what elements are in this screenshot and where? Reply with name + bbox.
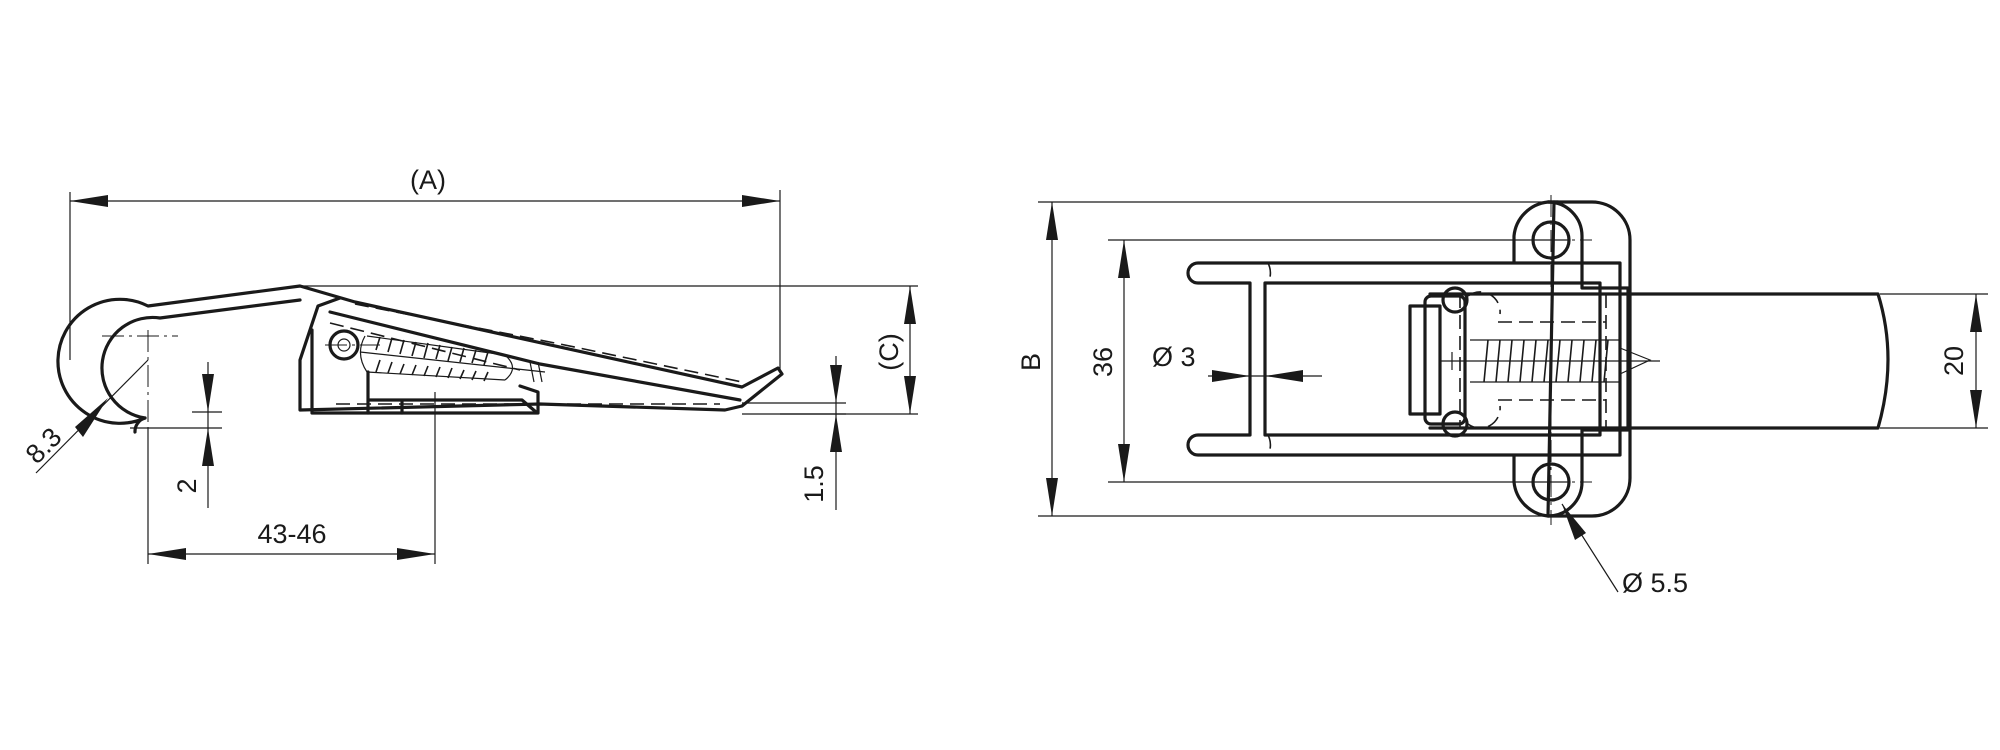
dim-hole-arrow <box>1562 504 1586 540</box>
mounting-bracket-body <box>1546 200 1632 518</box>
catch-pin-top <box>1441 286 1469 314</box>
dim-thickness-arrow-top <box>830 365 842 403</box>
dim-a-arrow-left <box>70 195 108 207</box>
dim-adjust-arrow-left <box>148 548 186 560</box>
dim-strap-label: 20 <box>1939 346 1969 376</box>
dim-b-extension-lines <box>1038 201 1590 517</box>
lever-lower-edge <box>328 310 742 402</box>
top-spring-rod <box>1440 352 1660 370</box>
dim-wire-label: Ø 3 <box>1152 342 1196 372</box>
top-spring-outline <box>1470 339 1652 383</box>
dim-b-label: B <box>1016 353 1046 371</box>
strap-plate <box>1428 292 1890 430</box>
dim-hook-offset-label: 2 <box>172 478 202 493</box>
dim-hole-label: Ø 5.5 <box>1622 568 1688 598</box>
top-center-lines <box>1510 195 1600 525</box>
dim-thickness-arrow-bottom <box>830 414 842 452</box>
catch-pin-bottom <box>1441 410 1469 438</box>
dim-strap-arrow-bottom <box>1970 390 1982 428</box>
dim-b-arrow-bottom <box>1046 478 1058 516</box>
dim-36-extension-lines <box>1108 239 1568 483</box>
dim-36-label: 36 <box>1088 347 1118 377</box>
side-spring-rod <box>359 351 546 383</box>
dim-adjust-arrow-right <box>397 548 435 560</box>
dim-c-extension-lines <box>300 285 918 415</box>
side-spring-coils <box>375 336 489 382</box>
dim-a-label: (A) <box>410 165 446 195</box>
dim-adjust-label: 43-46 <box>257 519 326 549</box>
dim-36-arrow-bottom <box>1118 444 1130 482</box>
dim-a-arrow-right <box>742 195 780 207</box>
dim-wire-arrow-left <box>1212 370 1250 382</box>
top-view: B 36 Ø 3 20 Ø 5.5 <box>1016 195 1988 598</box>
dim-b-arrow-top <box>1046 202 1058 240</box>
wire-loop-outer <box>1186 261 1622 457</box>
dim-thickness-extension-lines <box>742 402 846 415</box>
dim-thickness-label: 1.5 <box>799 465 829 503</box>
dim-adjust-extension-lines <box>147 392 436 564</box>
dim-wire-arrow-right <box>1265 370 1303 382</box>
hook-inner-line <box>100 298 302 420</box>
dim-c-arrow-bottom <box>904 376 916 414</box>
side-center-lines <box>102 330 380 432</box>
dim-hook-radius-arrow <box>75 398 108 437</box>
dim-a-extension-lines <box>69 190 781 370</box>
dim-hook-offset-arrow-bottom <box>202 428 214 466</box>
dim-hook-offset-arrow-top <box>202 374 214 412</box>
wire-loop-inner <box>1263 281 1602 437</box>
side-hidden-lines <box>329 303 743 405</box>
dim-hook-radius-label: 8.3 <box>20 422 68 470</box>
dim-c-label: (C) <box>874 333 904 370</box>
dim-strap-arrow-top <box>1970 294 1982 332</box>
dim-c-arrow-top <box>904 286 916 324</box>
hook-lever-outline <box>56 284 784 434</box>
base-plate <box>366 370 538 415</box>
dim-36-arrow-top <box>1118 240 1130 278</box>
dim-strap-extension-lines <box>1880 293 1988 429</box>
base-bracket <box>310 328 540 415</box>
dim-hook-offset-extension-lines <box>130 411 222 429</box>
mounting-bracket <box>1546 200 1630 518</box>
top-hidden-arcs <box>1267 262 1606 456</box>
catch-block-inner <box>1423 294 1467 426</box>
side-view: (A) (C) 8.3 2 43-46 1.5 <box>20 165 918 564</box>
